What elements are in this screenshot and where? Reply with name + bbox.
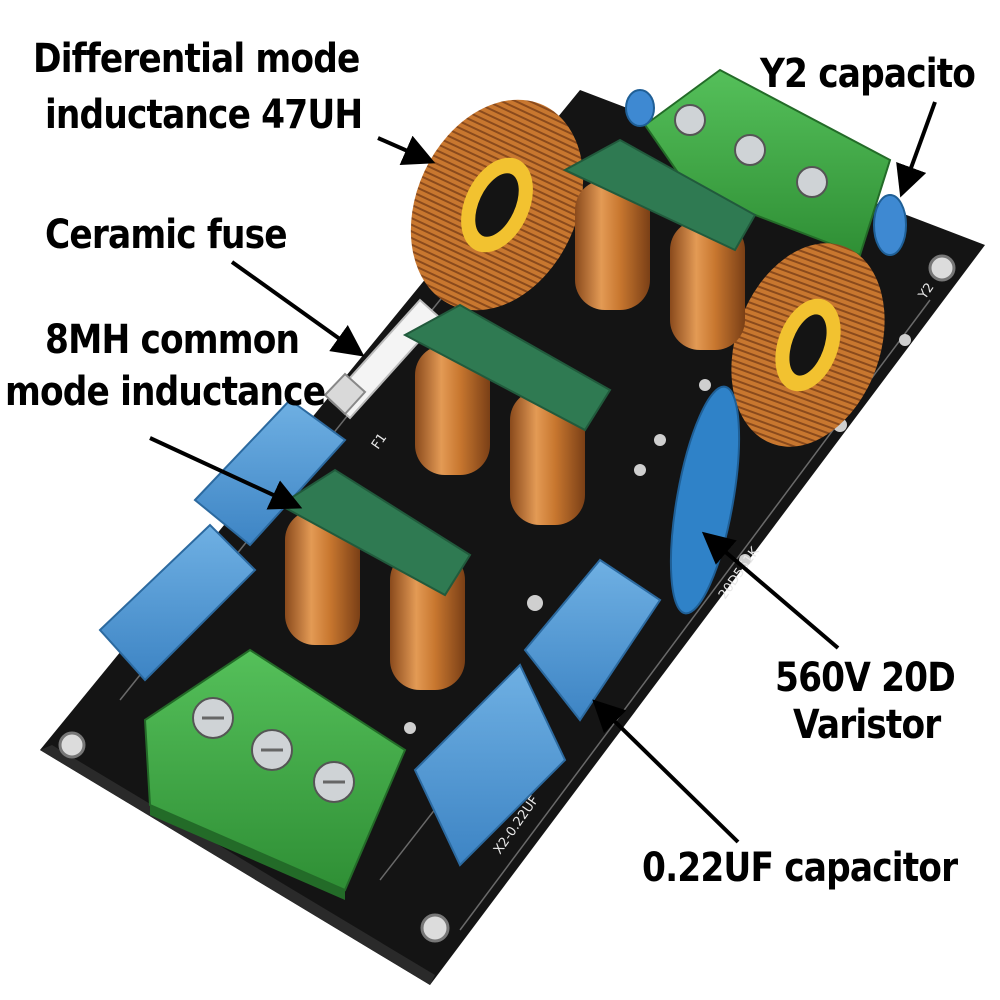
y2-capacitor — [625, 89, 907, 256]
differential-inductor-right — [731, 243, 885, 447]
arrow-differential — [377, 135, 436, 165]
mounting-hole — [420, 913, 450, 943]
common-mode-choke-middle — [402, 303, 612, 525]
differential-label-line2: inductance 47UH — [45, 92, 363, 138]
x2-capacitor — [193, 398, 347, 547]
common-mode-label-line1: 8MH common — [45, 317, 300, 363]
mounting-hole — [58, 731, 86, 759]
x2-capacitor — [98, 523, 257, 682]
y2-capacitor-label: Y2 capacito — [760, 51, 976, 97]
arrow-common-mode — [149, 436, 303, 510]
arrow-fuse — [230, 260, 365, 357]
screw-terminal-back — [643, 68, 892, 257]
x2-capacitor — [413, 663, 567, 867]
x2-capacitors — [98, 398, 662, 867]
common-mode-label-line2: mode inductance — [5, 369, 326, 415]
common-mode-choke-bottom — [278, 468, 472, 690]
differential-label-line1: Differential mode — [33, 36, 360, 82]
common-mode-choke-top — [562, 138, 757, 350]
varistor-label-line1: 560V 20D — [775, 655, 956, 701]
terminal-screw — [674, 104, 706, 136]
terminal-screw — [734, 134, 766, 166]
mounting-hole — [928, 254, 956, 282]
arrow-y2 — [896, 101, 937, 198]
differential-inductor-left — [410, 99, 584, 311]
capacitor-label: 0.22UF capacitor — [642, 845, 958, 891]
screw-terminal-front — [143, 648, 407, 900]
ceramic-fuse-label: Ceramic fuse — [45, 212, 288, 258]
arrow-capacitor — [592, 699, 740, 844]
silk-fuse-label: F1 — [369, 431, 390, 453]
varistor-label-line2: Varistor — [793, 702, 941, 748]
varistor — [669, 385, 741, 615]
terminal-screw — [796, 166, 828, 198]
arrow-varistor — [701, 531, 840, 650]
x2-capacitor — [523, 558, 662, 722]
